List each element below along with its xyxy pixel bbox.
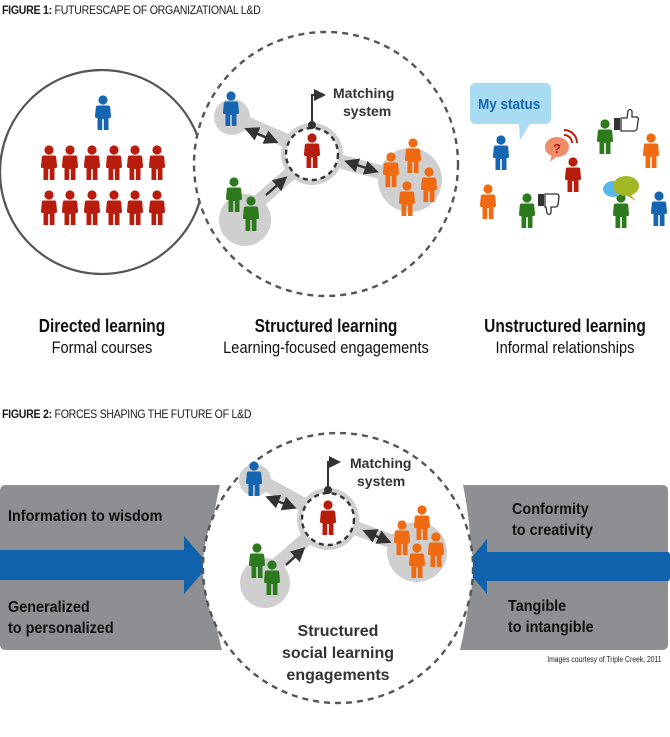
fig2-matching-label-2: system <box>357 473 405 489</box>
figure2-title: FIGURE 2: FORCES SHAPING THE FUTURE OF L… <box>2 407 251 421</box>
fig1-matching-label-1: Matching <box>333 85 394 101</box>
status-bubble-text: My status <box>478 96 541 113</box>
force-tangible: Tangible <box>508 598 567 615</box>
left-force-arrow <box>0 536 209 594</box>
force-to-intangible: to intangible <box>508 619 594 636</box>
fig2-matching-label-1: Matching <box>350 455 411 471</box>
caption-directed-heading: Directed learning <box>38 316 166 336</box>
figure1-title-text: FUTURESCAPE OF ORGANIZATIONAL L&D <box>51 3 261 17</box>
question-bubble-icon: ? <box>545 129 578 162</box>
figure2-title-text: FORCES SHAPING THE FUTURE OF L&D <box>51 407 252 421</box>
force-generalized: Generalized <box>8 599 90 616</box>
caption-unstructured-sub: Informal relationships <box>495 338 635 357</box>
center-caption-1: Structured <box>298 623 379 640</box>
figure1-title-label: FIGURE 1: <box>2 3 52 17</box>
caption-directed: Directed learning Formal courses <box>16 315 188 359</box>
fig2-network <box>239 456 447 608</box>
figure1-title: FIGURE 1: FUTURESCAPE OF ORGANIZATIONAL … <box>2 3 261 17</box>
thumbs-up-icon <box>614 108 639 132</box>
center-caption-2: social learning <box>282 645 394 662</box>
unstructured-group: ? <box>470 83 668 228</box>
fig1-matching-label-2: system <box>343 103 391 119</box>
svg-text:?: ? <box>553 141 561 156</box>
caption-unstructured: Unstructured learning Informal relations… <box>475 315 656 359</box>
force-conformity: Conformity <box>512 501 589 518</box>
status-bubble <box>470 83 551 140</box>
center-caption-3: engagements <box>286 667 389 684</box>
force-to-creativity: to creativity <box>512 522 593 539</box>
caption-structured: Structured learning Learning-focused eng… <box>214 315 438 359</box>
caption-structured-sub: Learning-focused engagements <box>223 338 429 357</box>
figure2-title-label: FIGURE 2: <box>2 407 52 421</box>
thumbs-down-icon <box>538 193 560 216</box>
image-credit: Images courtesy of Triple Creek, 2011 <box>547 655 662 664</box>
caption-unstructured-heading: Unstructured learning <box>484 316 646 336</box>
force-to-personalized: to personalized <box>8 620 114 637</box>
force-information-to-wisdom: Information to wisdom <box>8 508 163 525</box>
right-force-arrow <box>464 539 670 594</box>
chat-bubbles-icon <box>603 176 639 201</box>
caption-directed-sub: Formal courses <box>51 338 153 357</box>
caption-structured-heading: Structured learning <box>254 316 398 336</box>
fig1-network <box>214 89 442 246</box>
